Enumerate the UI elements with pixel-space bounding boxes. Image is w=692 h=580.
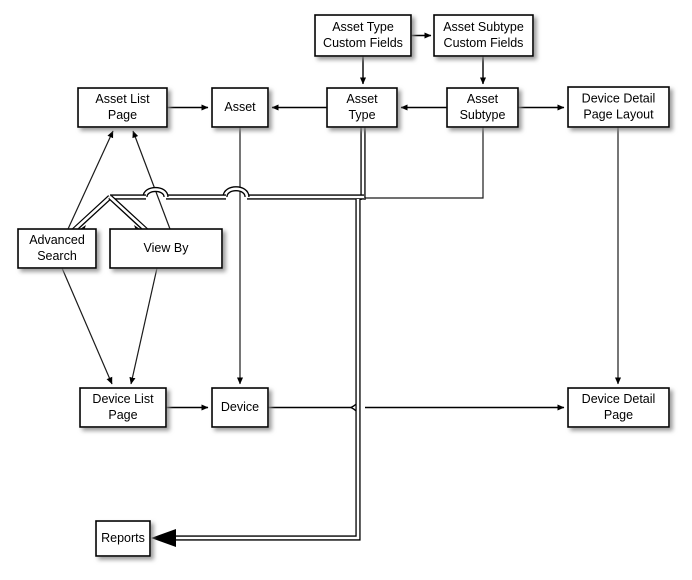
edge-layer [60, 32, 622, 547]
node-box-asset_type[interactable] [326, 87, 398, 128]
node-label-device_list_page: Device List [92, 392, 154, 406]
node-label-reports: Reports [101, 531, 145, 545]
node-label-device_detail_page_layout: Device Detail [582, 91, 656, 105]
node-label2-asset_subtype: Subtype [460, 108, 506, 122]
node-label2-asset_type: Type [348, 108, 375, 122]
node-box-reports[interactable] [95, 520, 151, 557]
node-label2-asset_list_page: Page [108, 108, 137, 122]
node-label-asset_type: Asset [346, 92, 378, 106]
node-reports[interactable]: Reports [95, 520, 151, 557]
rail-vertical-to-reports [151, 199, 361, 547]
node-label-asset_subtype_custom_fields: Asset Subtype [443, 20, 524, 34]
node-label-asset_subtype: Asset [467, 92, 499, 106]
node-label-device_detail_page: Device Detail [582, 392, 656, 406]
node-box-advanced_search[interactable] [17, 228, 97, 269]
node-box-asset_type_custom_fields[interactable] [314, 14, 412, 57]
node-label2-device_detail_page: Page [604, 408, 633, 422]
edge-view-by-to-device-list-page [129, 267, 158, 385]
edge-advanced-search-to-asset-list-page [67, 130, 114, 230]
node-label-view_by: View By [144, 241, 190, 255]
edge-asset-subtype-down-to-rail [362, 127, 484, 199]
node-box-device_detail_page[interactable] [567, 387, 670, 428]
node-box-asset_subtype_custom_fields[interactable] [433, 14, 534, 57]
node-asset[interactable]: Asset [211, 87, 269, 128]
node-label2-asset_subtype_custom_fields: Custom Fields [444, 36, 524, 50]
node-label-asset: Asset [224, 100, 256, 114]
rail-reports-arrowhead [151, 529, 176, 547]
node-label-device: Device [221, 400, 259, 414]
node-label2-asset_type_custom_fields: Custom Fields [323, 36, 403, 50]
node-device[interactable]: Device [211, 387, 269, 428]
node-label2-advanced_search: Search [37, 249, 77, 263]
node-box-view_by[interactable] [109, 228, 223, 269]
node-box-asset_list_page[interactable] [77, 87, 168, 128]
edge-advanced-search-to-device-list-page [61, 267, 113, 385]
node-label-asset_type_custom_fields: Asset Type [332, 20, 394, 34]
node-box-device[interactable] [211, 387, 269, 428]
node-label-advanced_search: Advanced [29, 233, 85, 247]
node-label2-device_detail_page_layout: Page Layout [583, 107, 654, 121]
node-label-asset_list_page: Asset List [95, 92, 150, 106]
node-box-asset_subtype[interactable] [446, 87, 519, 128]
node-box-device_detail_page_layout[interactable] [567, 86, 670, 128]
rail-horizontal-to-fork [110, 186, 364, 200]
node-box-device_list_page[interactable] [79, 387, 167, 428]
node-view_by[interactable]: View By [109, 228, 223, 269]
node-label2-device_list_page: Page [108, 408, 137, 422]
edge-view-by-to-asset-list-page [132, 130, 171, 230]
node-box-asset[interactable] [211, 87, 269, 128]
